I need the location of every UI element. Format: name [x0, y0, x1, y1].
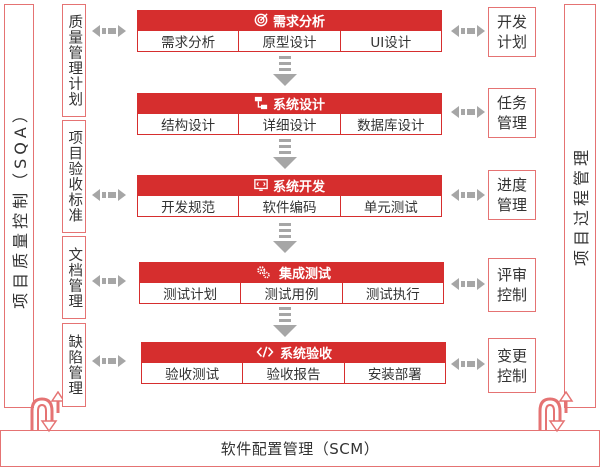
right-box-change-control: 变更控制	[488, 338, 536, 393]
left-rail-label: 项目质量控制（SQA）	[11, 103, 30, 309]
stage-row-development: 开发规范 软件编码 单元测试	[137, 195, 442, 217]
stage-row-integration-test: 测试计划 测试用例 测试执行	[139, 282, 444, 304]
stage-item: 详细设计	[238, 114, 339, 134]
stage-item: 测试执行	[341, 283, 443, 303]
stage-item: UI设计	[339, 31, 441, 51]
double-arrow-icon	[451, 25, 485, 37]
stage-header-design: 系统设计	[137, 93, 442, 113]
stage-row-requirements: 需求分析 原型设计 UI设计	[137, 30, 442, 52]
scm-label: 软件配置管理（SCM）	[220, 440, 380, 458]
right-box-line2: 控制	[496, 366, 527, 385]
stage-header-development: 系统开发	[137, 175, 442, 195]
double-arrow-icon	[92, 355, 126, 367]
double-arrow-icon	[451, 278, 485, 290]
stage-item: 安装部署	[343, 363, 445, 383]
stage-header-requirements: 需求分析	[137, 10, 442, 30]
stage-item: 单元测试	[339, 196, 441, 216]
right-box-line1: 进度	[496, 176, 527, 194]
stage-header-acceptance: 系统验收	[141, 342, 446, 362]
down-arrow-icon	[273, 56, 297, 86]
hierarchy-icon	[254, 96, 268, 110]
left-box-label: 项目验收标准	[66, 130, 83, 223]
right-box-line1: 变更	[496, 346, 527, 365]
right-loop-arrows-icon	[538, 391, 574, 433]
left-box-acceptance-standard: 项目验收标准	[62, 120, 86, 233]
stage-item: 测试计划	[163, 287, 218, 303]
right-box-line1: 开发	[496, 13, 527, 31]
code-brackets-icon	[256, 346, 274, 358]
left-box-label: 文档管理	[66, 246, 83, 309]
gears-icon	[257, 266, 270, 279]
scm-bar: 软件配置管理（SCM）	[0, 430, 600, 467]
stage-header-integration-test: 集成测试	[139, 262, 444, 282]
stage-item: 验收测试	[165, 367, 220, 383]
target-icon	[254, 13, 268, 27]
stage-item: 数据库设计	[339, 114, 441, 134]
double-arrow-icon	[92, 189, 126, 201]
right-box-review-control: 评审控制	[488, 258, 536, 312]
left-box-defect-management: 缺陷管理	[62, 323, 86, 407]
stage-item: 需求分析	[161, 35, 216, 51]
double-arrow-icon	[92, 25, 126, 37]
left-box-label: 缺陷管理	[66, 334, 83, 396]
stage-title: 系统验收	[279, 346, 332, 362]
right-box-task-management: 任务管理	[488, 88, 536, 138]
down-arrow-icon	[273, 223, 297, 253]
down-arrow-icon	[273, 139, 297, 169]
right-box-progress-management: 进度管理	[488, 170, 536, 220]
stage-title: 集成测试	[278, 266, 331, 282]
right-rail-process: 项目过程管理	[564, 4, 596, 408]
right-box-dev-plan: 开发计划	[488, 7, 536, 57]
stage-title: 需求分析	[272, 14, 325, 30]
stage-row-acceptance: 验收测试 验收报告 安装部署	[141, 362, 446, 384]
left-box-quality-plan: 质量管理计划	[62, 4, 86, 117]
stage-item: 测试用例	[240, 283, 341, 303]
stage-item: 结构设计	[161, 118, 216, 134]
stage-item: 开发规范	[161, 200, 216, 216]
left-box-label: 质量管理计划	[66, 14, 83, 107]
stage-item: 软件编码	[238, 196, 339, 216]
double-arrow-icon	[92, 275, 126, 287]
right-box-line1: 任务	[496, 94, 527, 112]
double-arrow-icon	[451, 358, 485, 370]
monitor-code-icon	[254, 179, 268, 191]
double-arrow-icon	[451, 106, 485, 118]
right-rail-label: 项目过程管理	[572, 145, 591, 267]
double-arrow-icon	[451, 189, 485, 201]
left-box-document-management: 文档管理	[62, 236, 86, 319]
stage-title: 系统设计	[272, 97, 325, 113]
stage-item: 验收报告	[242, 363, 343, 383]
right-box-line2: 计划	[496, 33, 527, 51]
left-loop-arrows-icon	[30, 391, 66, 433]
right-box-line1: 评审	[496, 266, 527, 284]
left-rail-sqa: 项目质量控制（SQA）	[4, 4, 34, 408]
stage-row-design: 结构设计 详细设计 数据库设计	[137, 113, 442, 135]
right-box-line2: 管理	[496, 196, 527, 214]
stage-title: 系统开发	[272, 179, 325, 195]
right-box-line2: 管理	[496, 114, 527, 132]
down-arrow-icon	[273, 307, 297, 337]
stage-item: 原型设计	[238, 31, 339, 51]
right-box-line2: 控制	[496, 286, 527, 304]
